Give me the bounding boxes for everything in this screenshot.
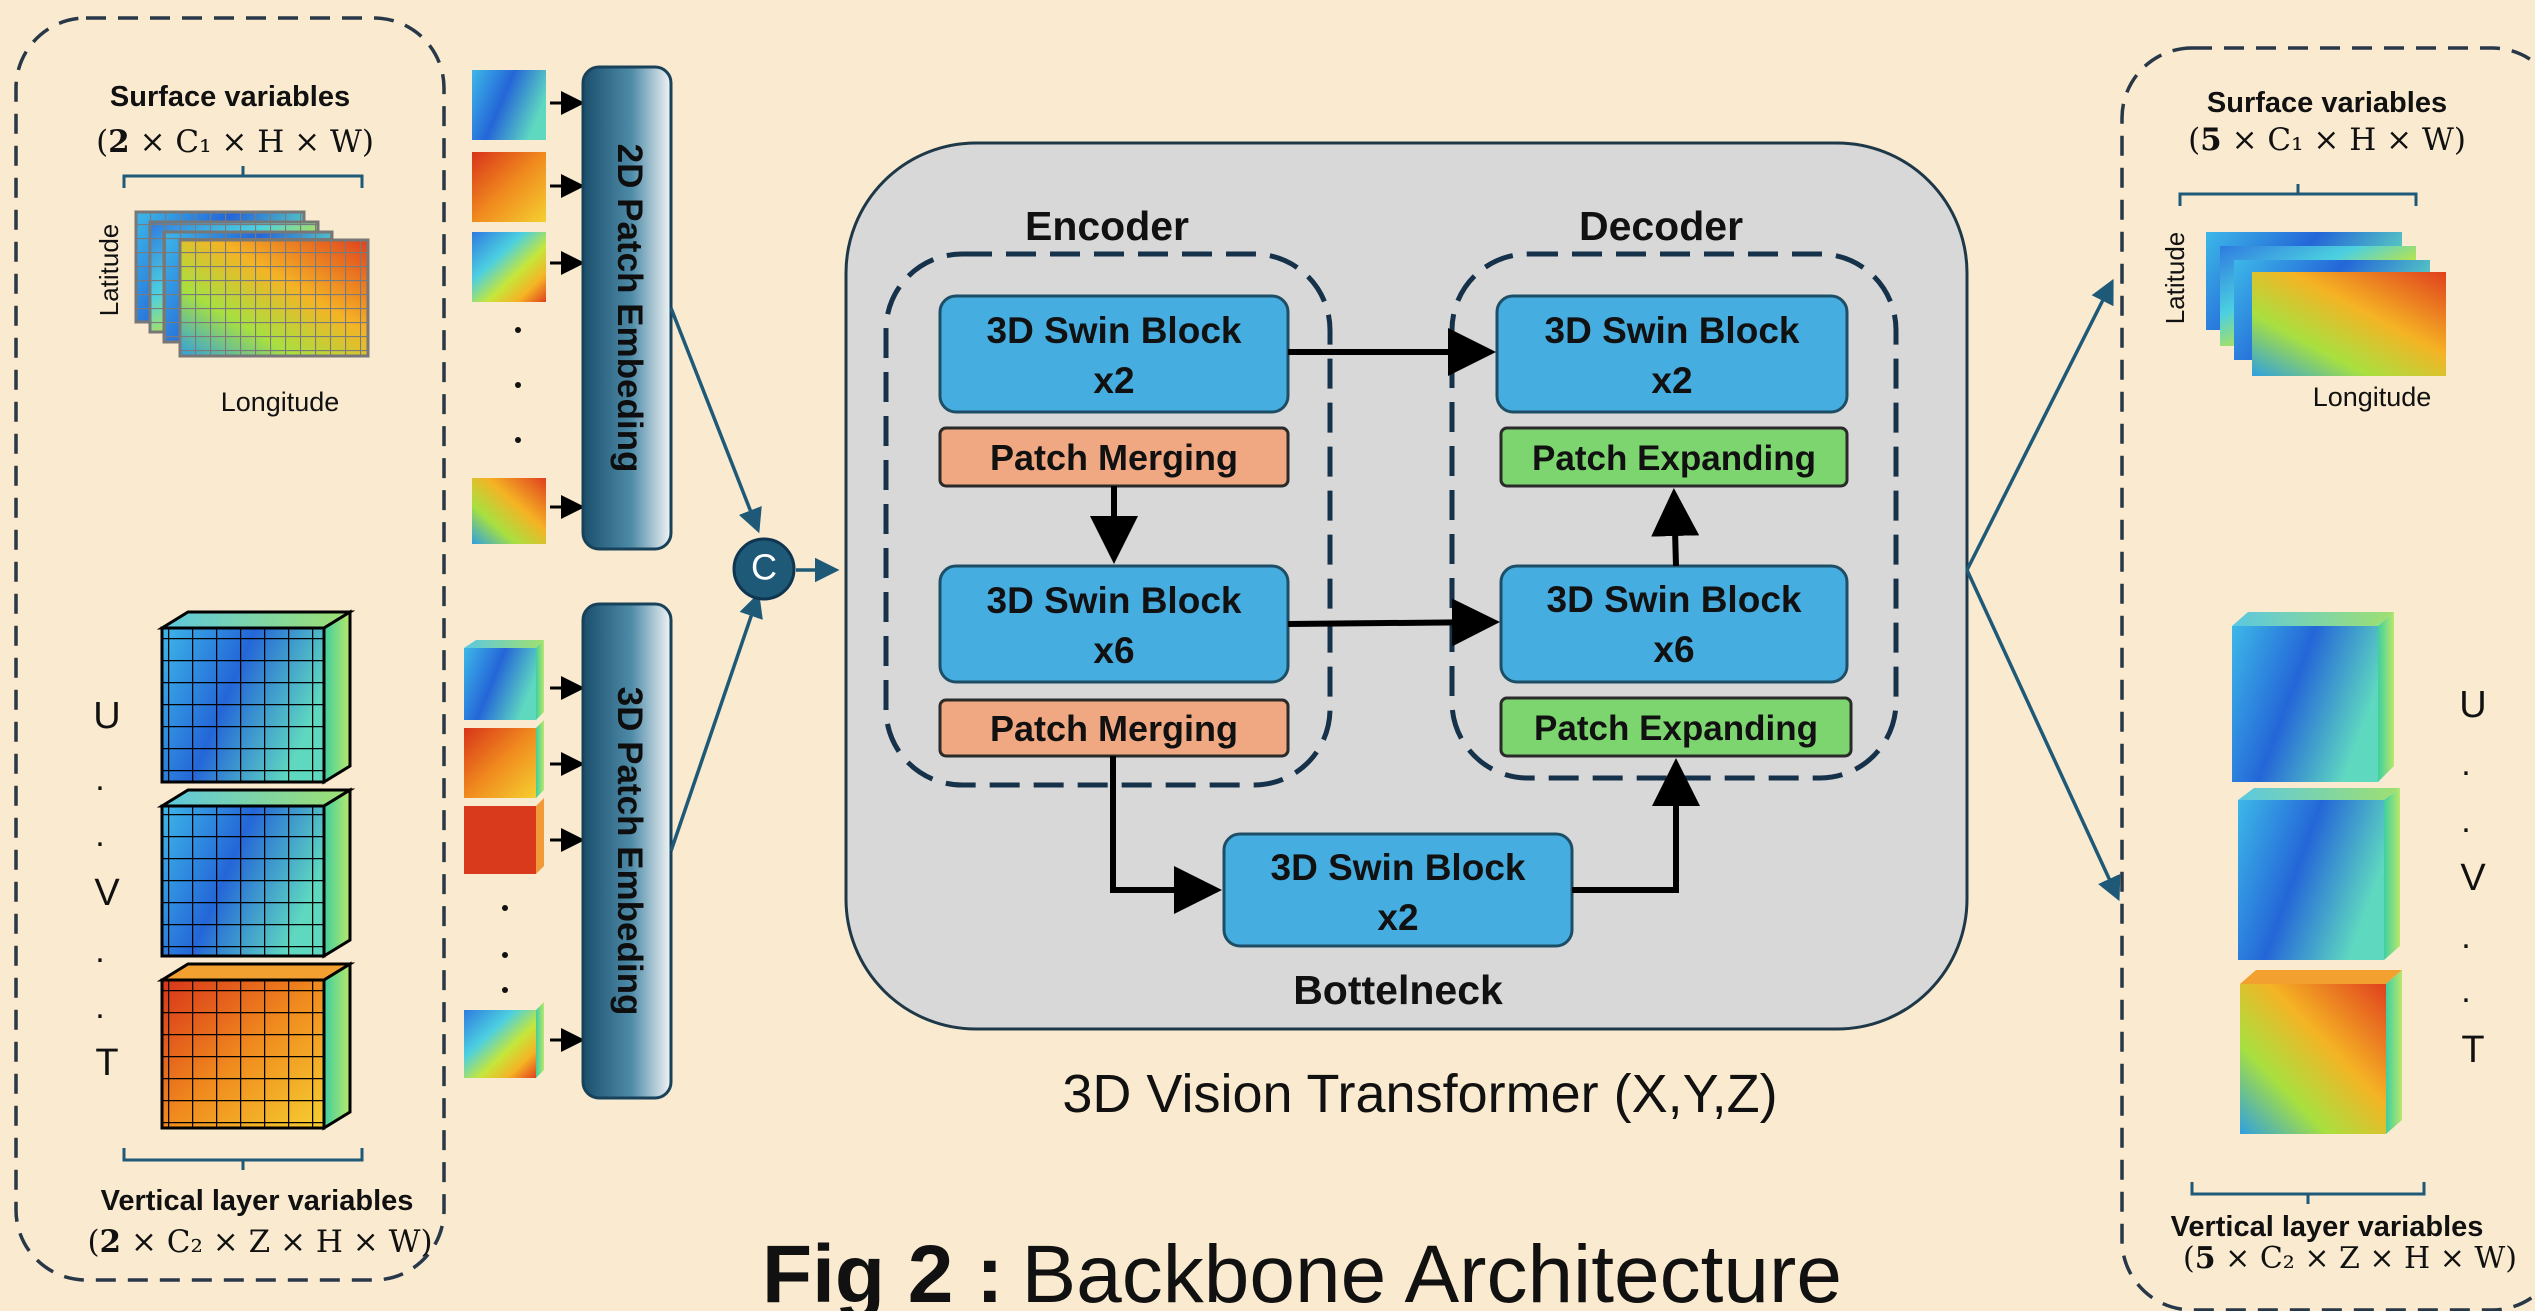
encoder-swin-block-1-count: x2 xyxy=(1093,360,1134,401)
input-vertical-brace xyxy=(122,1148,364,1170)
input-surface-dims: (2 × C₁ × H × W) xyxy=(96,124,374,160)
surface-patch-ellipsis xyxy=(515,327,521,443)
figure-title: Fig 2 :Backbone Architecture xyxy=(762,1229,1842,1311)
decoder-swin-block-1-name: 3D Swin Block xyxy=(1545,310,1800,351)
output-vertical-dims: (5 × C₂ × Z × H × W) xyxy=(2183,1241,2517,1276)
input-vertical-dims: (2 × C₂ × Z × H × W) xyxy=(87,1224,432,1260)
bottleneck-swin-block-name: 3D Swin Block xyxy=(1271,847,1526,888)
encoder-frame xyxy=(883,251,1333,788)
output-dot-1: . xyxy=(2461,745,2470,783)
vit-flow-arrows xyxy=(1090,328,1700,914)
encoder-swin-block-1-name: 3D Swin Block xyxy=(987,310,1242,351)
decoder-frame xyxy=(1449,251,1899,781)
input-dot-2: . xyxy=(95,816,104,854)
input-var-v: V xyxy=(94,872,120,914)
input-surface-brace xyxy=(122,166,364,188)
decoder-patch-expanding-2 xyxy=(1499,696,1853,758)
output-surface-title: Surface variables xyxy=(2207,87,2447,119)
input-vertical-title: Vertical layer variables xyxy=(101,1185,414,1217)
input-latitude-label: Latitude xyxy=(94,224,124,317)
encoder-patch-merging-1-label: Patch Merging xyxy=(990,437,1238,478)
surface-patch-tiles xyxy=(472,70,546,544)
bottleneck-swin-block-count: x2 xyxy=(1377,897,1418,938)
vit-caption: 3D Vision Transformer (X,Y,Z) xyxy=(1062,1064,1777,1124)
output-surface-brace xyxy=(2178,184,2418,206)
concat-label: C xyxy=(751,547,777,588)
output-surface-dims: (5 × C₁ × H × W) xyxy=(2188,122,2466,158)
patch-embedding-3d-label: 3D Patch Embeding xyxy=(610,687,649,1016)
input-surface-map-stack xyxy=(134,210,370,358)
input-panel-border xyxy=(14,16,446,1282)
output-dot-2: . xyxy=(2461,802,2470,840)
output-surface-map-stack xyxy=(2206,232,2446,376)
bottleneck-label: Bottelneck xyxy=(1293,967,1503,1013)
encoder-swin-block-2-name: 3D Swin Block xyxy=(987,580,1242,621)
output-var-t: T xyxy=(2461,1029,2484,1071)
input-cube-v xyxy=(156,787,356,959)
output-dot-3: . xyxy=(2461,918,2470,956)
input-cube-u xyxy=(156,609,356,785)
output-var-v: V xyxy=(2460,857,2486,899)
encoder-swin-block-2-count: x6 xyxy=(1093,630,1134,671)
decoder-title: Decoder xyxy=(1579,203,1743,249)
input-dot-4: . xyxy=(95,988,104,1026)
surface-patch-arrows xyxy=(550,91,585,519)
decoder-patch-expanding-1 xyxy=(1499,426,1849,488)
input-surface-title: Surface variables xyxy=(110,81,350,113)
decoder-swin-block-1 xyxy=(1495,294,1849,414)
concat-node xyxy=(732,537,796,601)
output-dot-4: . xyxy=(2461,972,2470,1010)
output-vertical-title: Vertical layer variables xyxy=(2171,1211,2484,1243)
decoder-swin-block-2-count: x6 xyxy=(1653,629,1694,670)
output-var-u: U xyxy=(2459,684,2486,726)
vertical-patch-arrows xyxy=(550,676,585,1052)
output-connectors xyxy=(1965,278,2121,902)
concat-connectors xyxy=(669,307,840,852)
input-longitude-label: Longitude xyxy=(221,387,340,417)
encoder-title: Encoder xyxy=(1025,203,1189,249)
input-var-u: U xyxy=(93,695,120,737)
input-cube-t xyxy=(156,961,356,1131)
output-longitude-label: Longitude xyxy=(2313,382,2432,412)
patch-embedding-2d-label: 2D Patch Embeding xyxy=(610,144,649,473)
output-cube-u xyxy=(2232,612,2394,782)
output-latitude-label: Latitude xyxy=(2160,232,2190,325)
output-cube-v xyxy=(2238,788,2400,960)
decoder-patch-expanding-2-label: Patch Expanding xyxy=(1534,709,1818,748)
input-var-t: T xyxy=(95,1042,118,1084)
input-dot-1: . xyxy=(95,760,104,798)
decoder-patch-expanding-1-label: Patch Expanding xyxy=(1532,439,1816,478)
input-dot-3: . xyxy=(95,932,104,970)
output-cube-t xyxy=(2240,970,2402,1134)
vertical-patch-tiles xyxy=(464,640,544,1078)
vertical-patch-ellipsis xyxy=(502,905,508,993)
decoder-swin-block-1-count: x2 xyxy=(1651,360,1692,401)
decoder-swin-block-2-name: 3D Swin Block xyxy=(1547,579,1802,620)
encoder-patch-merging-2-label: Patch Merging xyxy=(990,708,1238,749)
output-vertical-brace xyxy=(2190,1182,2426,1204)
